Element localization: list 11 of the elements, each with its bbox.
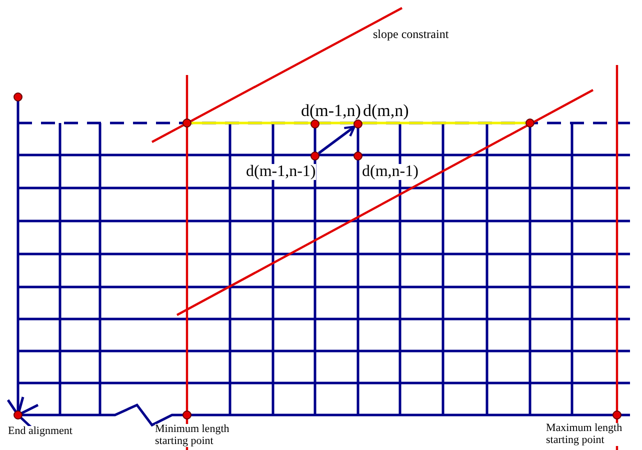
point-label: d(m-1,n-1) xyxy=(246,164,316,180)
axis-label: End alignment xyxy=(8,426,72,438)
point-label: d(m-1,n) xyxy=(301,102,361,119)
arrow xyxy=(318,126,356,154)
grid-point xyxy=(310,152,320,160)
grid-point xyxy=(310,120,320,128)
annotation-text: slope constraint xyxy=(373,28,449,41)
point-label: d(m,n-1) xyxy=(362,164,418,180)
point-label: d(m,n) xyxy=(363,102,409,119)
grid-point xyxy=(354,152,362,160)
grid-point xyxy=(354,120,362,128)
